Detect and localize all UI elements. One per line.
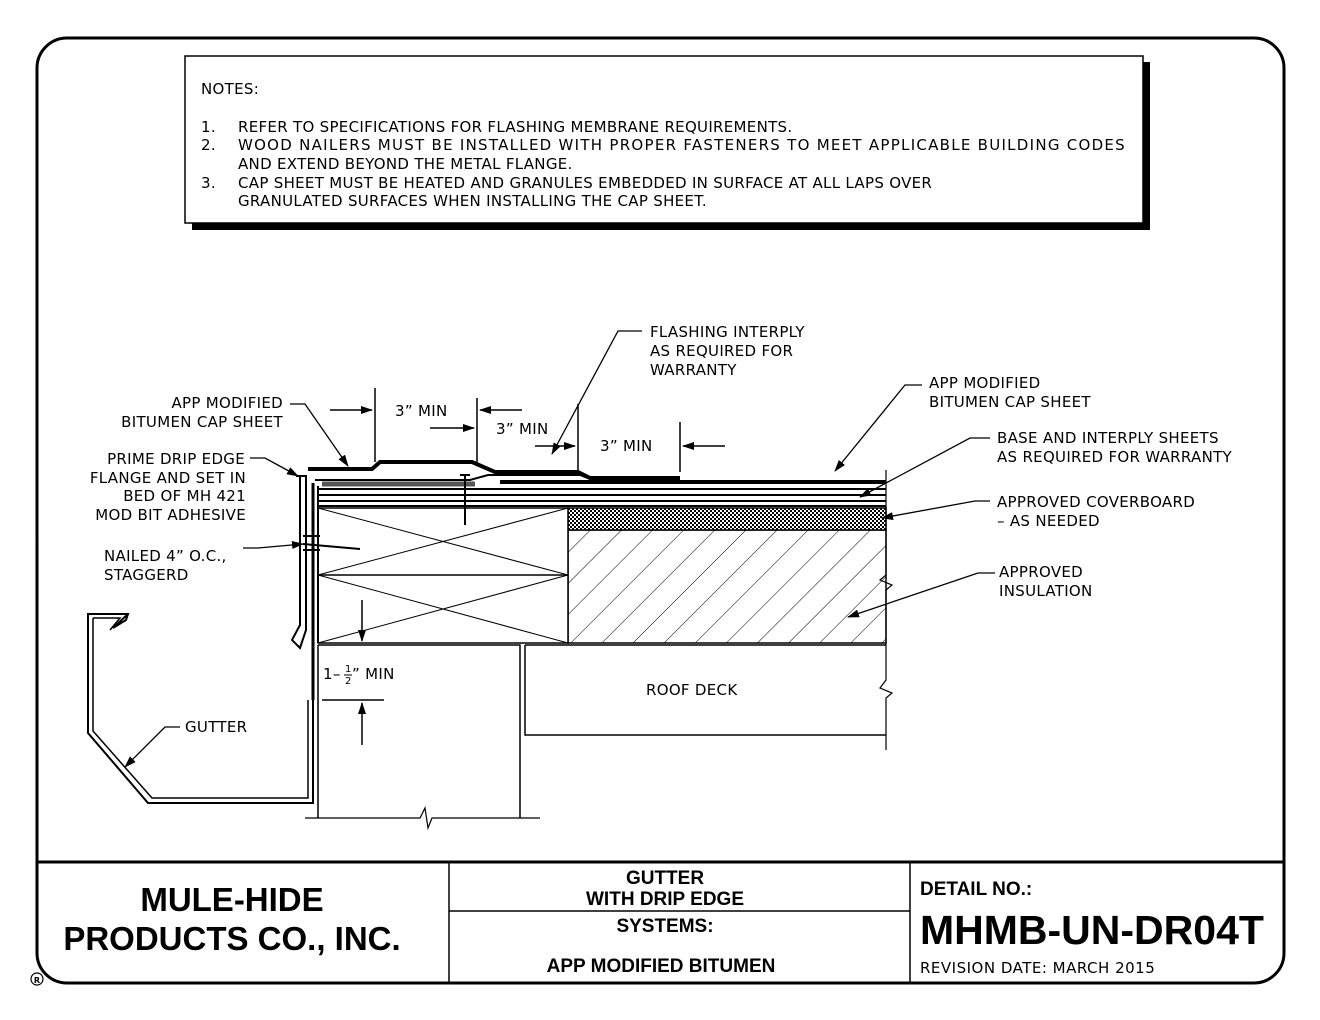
roof-assembly (87, 460, 894, 831)
base-interply-sheets (318, 488, 886, 507)
note-3-line-1: CAP SHEET MUST BE HEATED AND GRANULES EM… (238, 174, 932, 192)
dim-3-min-b: 3” MIN (496, 420, 548, 438)
label-prime-drip-edge-1: PRIME DRIP EDGE (107, 450, 245, 468)
label-cap-sheet-right-1: APP MODIFIED (929, 374, 1041, 392)
detail-title-line-2: WITH DRIP EDGE (586, 889, 744, 910)
label-prime-drip-edge-2: FLANGE AND SET IN (90, 469, 246, 487)
roof-deck (524, 644, 886, 736)
dim-one-half-numerator: 1 (345, 664, 351, 675)
label-insulation-1: APPROVED (999, 563, 1083, 581)
label-cap-sheet-right-2: BITUMEN CAP SHEET (929, 393, 1091, 411)
note-3-line-2: GRANULATED SURFACES WHEN INSTALLING THE … (238, 192, 707, 210)
flashing-interply (315, 474, 591, 481)
dim-one-half-prefix: 1– (323, 665, 341, 683)
registered-mark-letter: R (34, 976, 40, 985)
dim-one-half-denominator: 2 (345, 676, 351, 687)
label-nailed-1: NAILED 4” O.C., (104, 547, 227, 565)
detail-title-line-1: GUTTER (626, 868, 704, 889)
wood-nailers (317, 507, 569, 644)
label-cap-sheet-left-2: BITUMEN CAP SHEET (121, 413, 283, 431)
dimension-markers (322, 388, 725, 745)
detail-number-label: DETAIL NO.: (920, 879, 1032, 900)
wall (318, 644, 521, 818)
title-block: MULE-HIDE PRODUCTS CO., INC. GUTTER WITH… (30, 860, 1284, 986)
dim-3-min-a: 3” MIN (395, 402, 447, 420)
flashing-cap-sheet (308, 460, 680, 480)
label-insulation-2: INSULATION (999, 582, 1093, 600)
insulation-layer (567, 529, 887, 644)
label-cap-sheet-left-1: APP MODIFIED (171, 394, 283, 412)
label-prime-drip-edge-4: MOD BIT ADHESIVE (95, 506, 246, 524)
nails (302, 474, 470, 551)
note-1-number: 1. (201, 118, 216, 136)
label-nailed-2: STAGGERD (104, 566, 189, 584)
company-name-line-2: PRODUCTS CO., INC. (63, 920, 400, 957)
note-3-number: 3. (201, 174, 216, 192)
leader-lines (124, 330, 995, 768)
drawing-labels: APP MODIFIED BITUMEN CAP SHEET PRIME DRI… (90, 323, 1233, 736)
company-name-line-1: MULE-HIDE (140, 881, 323, 918)
systems-value: APP MODIFIED BITUMEN (547, 956, 776, 977)
notes-box: NOTES: 1. REFER TO SPECIFICATIONS FOR FL… (184, 55, 1150, 230)
label-roof-deck: ROOF DECK (646, 681, 738, 699)
label-flashing-interply-2: AS REQUIRED FOR (650, 342, 793, 360)
label-prime-drip-edge-3: BED OF MH 421 (123, 487, 246, 505)
sheet-border (35, 36, 1286, 985)
systems-label: SYSTEMS: (616, 916, 713, 937)
notes-heading: NOTES: (201, 80, 259, 98)
note-2-number: 2. (201, 136, 216, 154)
registered-mark-icon: R (30, 972, 44, 986)
coverboard-layer (567, 507, 887, 531)
note-2-line-1: WOOD NAILERS MUST BE INSTALLED WITH PROP… (238, 136, 1125, 154)
revision-date: REVISION DATE: MARCH 2015 (920, 959, 1155, 977)
label-gutter: GUTTER (185, 718, 247, 736)
detail-number: MHMB-UN-DR04T (920, 907, 1264, 953)
label-flashing-interply-3: WARRANTY (650, 361, 737, 379)
note-1-line-1: REFER TO SPECIFICATIONS FOR FLASHING MEM… (238, 118, 792, 136)
label-base-interply-2: AS REQUIRED FOR WARRANTY (997, 448, 1233, 466)
gutter (87, 613, 314, 804)
label-coverboard-1: APPROVED COVERBOARD (997, 493, 1195, 511)
label-flashing-interply-1: FLASHING INTERPLY (650, 323, 805, 341)
dim-one-half-suffix: ” MIN (352, 665, 395, 683)
label-coverboard-2: – AS NEEDED (997, 512, 1100, 530)
note-2-line-2: AND EXTEND BEYOND THE METAL FLANGE. (238, 155, 573, 173)
drip-edge (290, 475, 307, 650)
dim-3-min-c: 3” MIN (600, 437, 652, 455)
label-base-interply-1: BASE AND INTERPLY SHEETS (997, 429, 1219, 447)
